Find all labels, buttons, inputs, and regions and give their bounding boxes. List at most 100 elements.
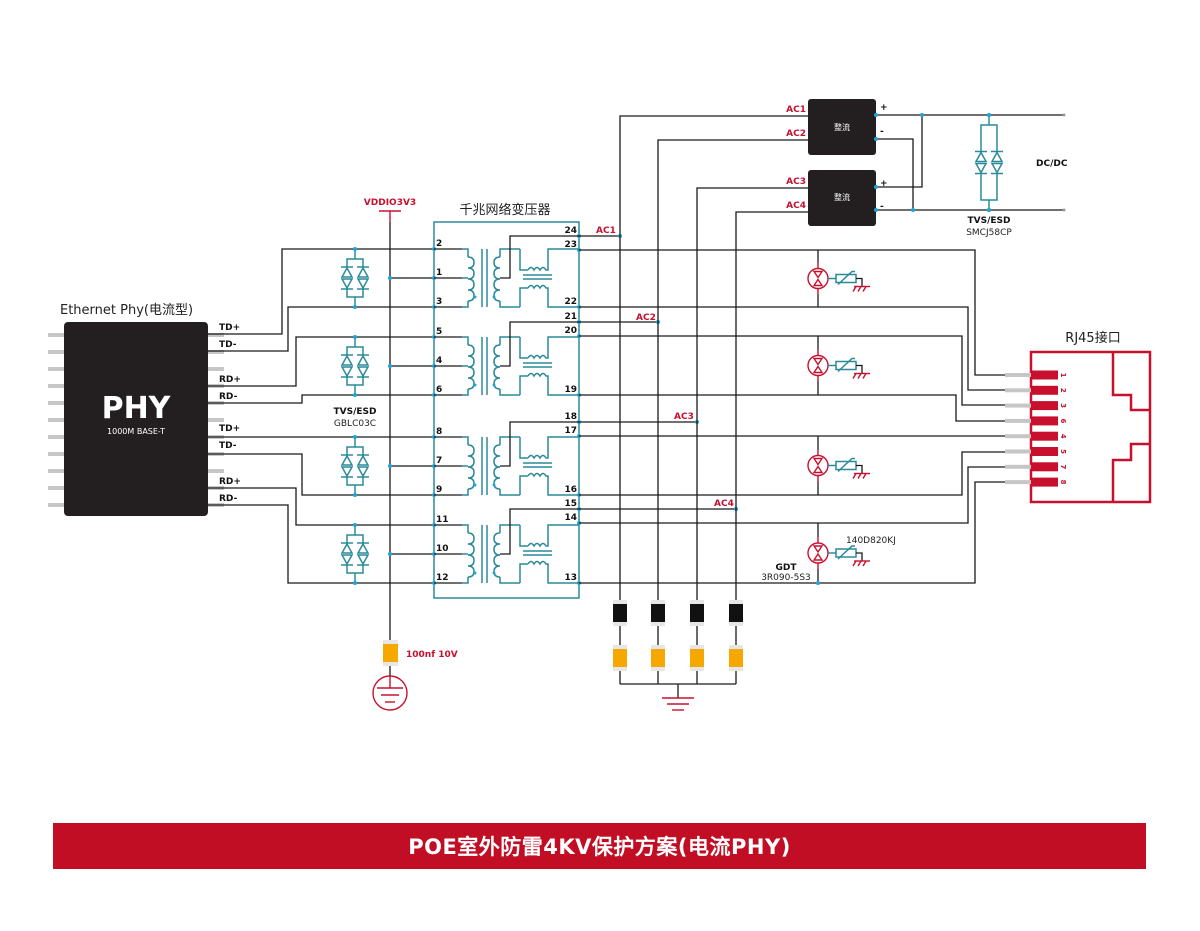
rect-out-label: + (880, 179, 888, 189)
rj45-pin-number: 7 (1059, 464, 1067, 469)
pin-number: 12 (436, 573, 449, 583)
phy-pin (48, 469, 64, 473)
phy-left-pins (48, 333, 64, 507)
choke-icon (527, 472, 579, 496)
phy-pin (208, 418, 224, 422)
pin-number: 3 (436, 297, 442, 307)
ac-clamp-components (613, 600, 743, 684)
pin-number: 2 (436, 239, 442, 249)
rj45-pin-number: 4 (1059, 434, 1067, 439)
pin-number: 11 (436, 515, 449, 525)
cap-label: 100nf 10V (406, 650, 458, 660)
rect-out-label: - (880, 127, 884, 137)
phy-pin (48, 384, 64, 388)
phy-pin (208, 469, 224, 473)
rj45-pin: 6 (1005, 416, 1067, 426)
chassis-ground-icon (852, 372, 870, 379)
gdt-icon (807, 436, 870, 495)
signal-ground-icon (620, 683, 736, 711)
phy-pin (48, 333, 64, 337)
rj45-title: RJ45接口 (1065, 330, 1120, 346)
rj45-pin-number: 5 (1059, 449, 1067, 454)
pin-number: 8 (436, 427, 442, 437)
pin-number: 16 (564, 485, 577, 495)
ac-clamp-branch (690, 600, 704, 684)
capacitor-100nf (383, 640, 398, 676)
ac-clamp-branch (613, 600, 627, 684)
chassis-ground-icon (852, 285, 870, 292)
rj45-pin: 2 (1005, 385, 1067, 395)
phy-pin (48, 401, 64, 405)
tvs-part: GBLC03C (334, 419, 376, 429)
varistor-icon (828, 545, 870, 567)
gdt-icon (807, 523, 870, 583)
rj45-pin-number: 1 (1059, 373, 1067, 378)
tvs-diode-icon (340, 247, 370, 309)
diode-icon (690, 604, 704, 622)
ac-label: AC2 (636, 313, 656, 323)
rj45-pin: 7 (1005, 462, 1067, 472)
coil-icon (467, 444, 475, 490)
coil-icon (493, 256, 501, 302)
phy-pin (48, 435, 64, 439)
svg-text:整流: 整流 (834, 122, 850, 132)
rj45-pin: 8 (1005, 477, 1067, 487)
rj45-pin-number: 3 (1059, 403, 1067, 408)
center-tap-wires (388, 276, 434, 556)
rj45-pins: 1 2 3 6 4 5 7 8 (1005, 370, 1067, 487)
chassis-ground-icon (852, 560, 870, 567)
rect-out-label: - (880, 202, 884, 212)
transformer-body (433, 221, 580, 599)
svg-text:整流: 整流 (834, 192, 850, 202)
pin-number: 23 (564, 240, 577, 250)
pin-number: 24 (564, 226, 577, 236)
signal-label: RD+ (219, 375, 241, 385)
varistor-icon (828, 357, 870, 379)
rj45-pin-number: 8 (1059, 480, 1067, 485)
choke-icon (527, 284, 579, 308)
pin-number: 13 (564, 573, 577, 583)
coil-icon (493, 444, 501, 490)
phy-wires (208, 248, 434, 584)
varistor-icon (828, 457, 870, 479)
dc-bus-wires (874, 113, 1066, 212)
ac-label: AC1 (596, 226, 616, 236)
pin-number: 4 (436, 356, 442, 366)
phy-pin (208, 333, 224, 337)
diode-icon (729, 604, 743, 622)
pin-number: 6 (436, 385, 442, 395)
rj45-pin-number: 6 (1059, 418, 1067, 423)
phy-pin (48, 503, 64, 507)
rj45-pin: 1 (1005, 370, 1067, 380)
banner-text: POE室外防雷4KV保护方案(电流PHY) (408, 835, 791, 859)
pin-number: 7 (436, 456, 442, 466)
junction-dots (618, 234, 738, 511)
phy-pin (48, 486, 64, 490)
phy-chip (64, 322, 208, 516)
phy-pin (208, 350, 224, 354)
rj45-pin: 3 (1005, 401, 1067, 411)
dc-tvs-diode (974, 113, 1004, 212)
choke-icon (527, 436, 579, 460)
phy-pin (48, 418, 64, 422)
tvs-name: TVS/ESD (334, 407, 377, 417)
ac-label: AC3 (674, 412, 694, 422)
tvs-diode-icon (340, 335, 370, 397)
pin-number: 15 (564, 499, 577, 509)
signal-label: TD+ (219, 424, 240, 434)
coil-icon (467, 344, 475, 390)
capacitor-icon (729, 649, 743, 667)
rect-in-label: AC3 (786, 177, 806, 187)
tvs-diode-icon (340, 523, 370, 585)
dcdc-label: DC/DC (1036, 159, 1068, 169)
pin-number: 14 (564, 513, 577, 523)
pin-number: 22 (564, 297, 577, 307)
choke-icon (527, 560, 579, 584)
phy-chip-sub: 1000M BASE-T (107, 427, 165, 436)
ac-bus-lines (619, 115, 808, 600)
phy-pin (208, 367, 224, 371)
rect-in-label: AC4 (786, 201, 806, 211)
